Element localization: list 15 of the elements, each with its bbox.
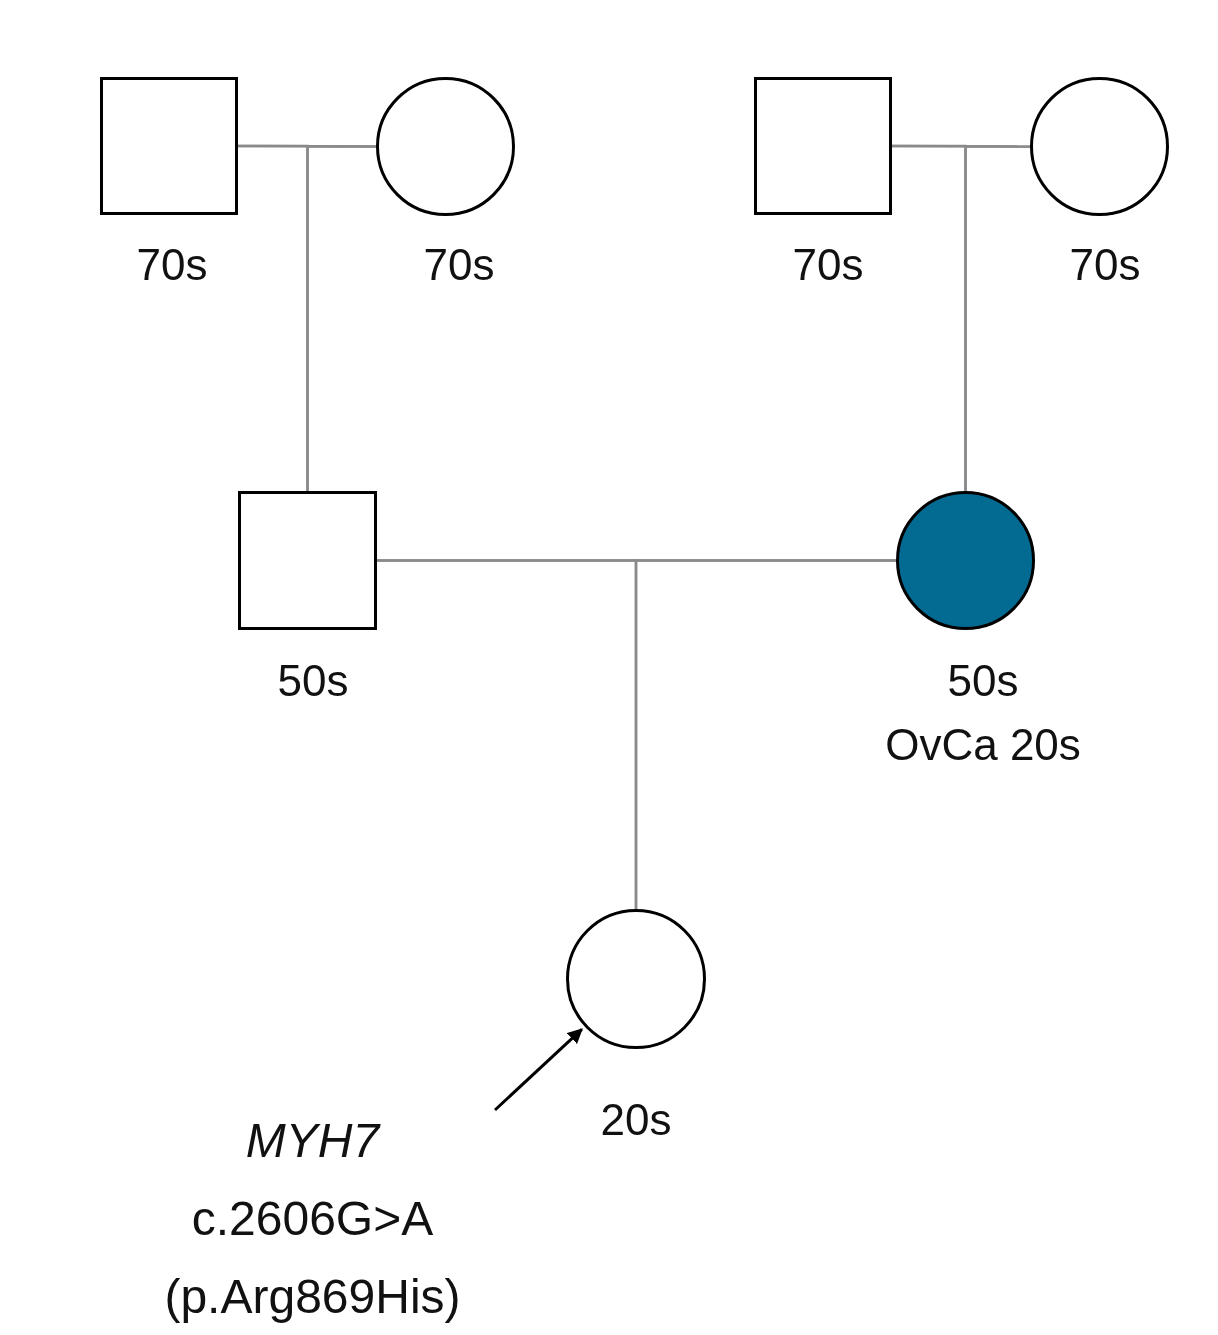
variant-text: c.2606G>A: [190, 1191, 435, 1247]
age-label: 70s: [1069, 239, 1141, 291]
gene-name: MYH7: [244, 1113, 382, 1169]
age-label: 50s: [947, 655, 1019, 707]
pedigree-line: [964, 145, 1030, 491]
age-label: 70s: [136, 239, 208, 291]
age-label: 70s: [792, 239, 864, 291]
age-label: 70s: [423, 239, 495, 291]
diagnosis-label: OvCa 20s: [885, 719, 1081, 771]
pedigree-line: [306, 145, 376, 491]
pedigree-line: [634, 559, 896, 909]
variant-text: (p.Arg869His): [163, 1269, 462, 1325]
age-label: 50s: [277, 655, 349, 707]
proband-arrow: [493, 1028, 583, 1112]
age-label: 20s: [600, 1094, 672, 1146]
